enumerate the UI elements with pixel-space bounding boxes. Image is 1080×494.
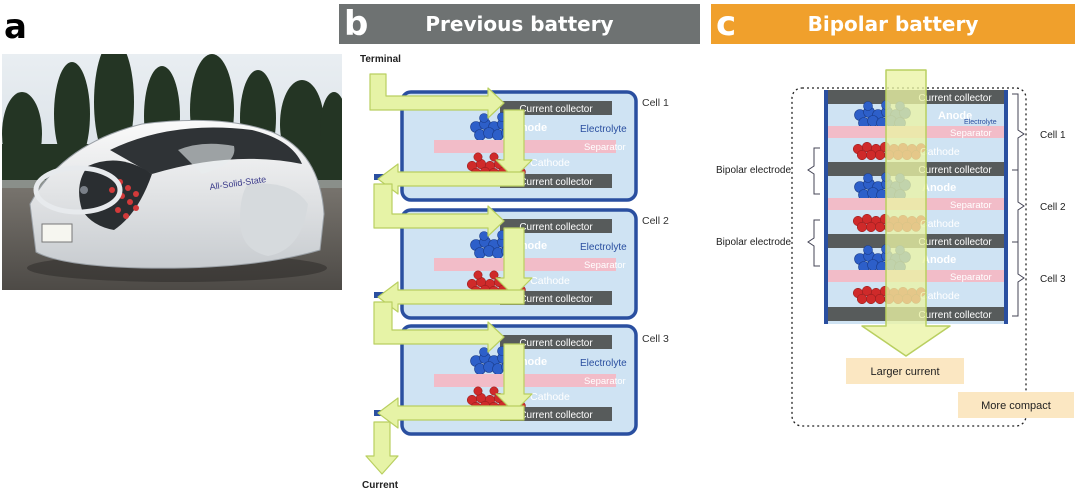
- more-compact-box: [958, 392, 1074, 418]
- cell-1-separator-label: Separator: [584, 142, 626, 153]
- cell-2-label: Cell 2: [642, 215, 669, 227]
- larger-current-box: [846, 358, 964, 384]
- cell-1-bottom-collector: [500, 174, 612, 188]
- cell-1-cathode-label: Cathode: [530, 157, 570, 169]
- larger-current-arrow: [861, 69, 951, 357]
- bipolar-cathode-1-label: Cathode: [920, 146, 960, 158]
- terminal-label: Terminal: [360, 54, 401, 65]
- cell-1-separator: [434, 140, 616, 153]
- bipolar-anode-2-label: Anode: [922, 182, 956, 194]
- cell-2-bottom-collector-label: Current collector: [519, 294, 593, 305]
- cell-2-electrolyte-label: Electrolyte: [580, 242, 627, 253]
- bipolar-separator-1-label: Separator: [950, 128, 992, 139]
- bipolar-electrode-1-label: Bipolar electrode: [716, 165, 791, 176]
- cell-1-bottom-collector-label: Current collector: [519, 177, 593, 188]
- cell-3-top-collector: [500, 335, 612, 349]
- panel-letter-b: b: [344, 4, 369, 44]
- bipolar-anode-1-label: Anode: [938, 110, 972, 122]
- larger-current-label: Larger current: [870, 366, 939, 378]
- cell-1-label: Cell 1: [642, 97, 669, 109]
- cell-3-top-collector-label: Current collector: [519, 338, 593, 349]
- bipolar-collector-2-label: Current collector: [918, 165, 992, 176]
- header-bipolar-battery: c Bipolar battery: [711, 4, 1075, 44]
- bipolar-cathode-2-label: Cathode: [920, 218, 960, 230]
- previous-battery-diagram: Current collector Anode Electrolyte Sepa…: [360, 54, 669, 491]
- bipolar-cell-2-label: Cell 2: [1040, 202, 1066, 213]
- panel-letter-a: a: [4, 7, 27, 47]
- cell-3-separator: [434, 374, 616, 387]
- cell-2-cathode-label: Cathode: [530, 275, 570, 287]
- cell-1-electrolyte-label: Electrolyte: [580, 124, 627, 135]
- car-photo: All-Solid-State: [2, 54, 342, 290]
- bipolar-separator-3-label: Separator: [950, 272, 992, 283]
- cell-braces: [1012, 93, 1025, 317]
- cell-3-bottom-collector-label: Current collector: [519, 410, 593, 421]
- bipolar-collector-1-label: Current collector: [918, 93, 992, 104]
- cell-3-separator-label: Separator: [584, 376, 626, 387]
- car: All-Solid-State: [27, 119, 327, 282]
- bipolar-separator-2-label: Separator: [950, 200, 992, 211]
- cell-2-separator-label: Separator: [584, 260, 626, 271]
- cell-2-separator: [434, 258, 616, 271]
- bipolar-cell-1-label: Cell 1: [1040, 130, 1066, 141]
- bipolar-bottom-collector-label: Current collector: [918, 310, 992, 321]
- current-flow-arrows: [365, 73, 533, 475]
- header-bipolar-battery-title: Bipolar battery: [807, 12, 979, 36]
- bipolar-anode-3-label: Anode: [922, 254, 956, 266]
- bipolar-stack-left-edge: [824, 90, 828, 324]
- cell-2-top-collector-label: Current collector: [519, 222, 593, 233]
- cell-1-top-collector-label: Current collector: [519, 104, 593, 115]
- more-compact-label: More compact: [981, 400, 1051, 412]
- cell-1-top-collector: [500, 101, 612, 115]
- cell-3-label: Cell 3: [642, 333, 669, 345]
- bipolar-electrode-braces: [807, 147, 820, 267]
- header-previous-battery: b Previous battery: [339, 4, 700, 44]
- current-label: Current: [362, 480, 399, 491]
- bipolar-cell-3-label: Cell 3: [1040, 274, 1066, 285]
- bipolar-collector-3-label: Current collector: [918, 237, 992, 248]
- bipolar-stack-right-edge: [1004, 90, 1008, 324]
- header-previous-battery-title: Previous battery: [425, 12, 614, 36]
- bipolar-cathode-3-label: Cathode: [920, 290, 960, 302]
- cell-3-cathode-label: Cathode: [530, 391, 570, 403]
- bipolar-electrode-2-label: Bipolar electrode: [716, 237, 791, 248]
- cell-2-bottom-collector: [500, 291, 612, 305]
- cell-2-top-collector: [500, 219, 612, 233]
- panel-letter-c: c: [716, 4, 737, 44]
- cell-3-bottom-collector: [500, 407, 612, 421]
- bipolar-electrolyte-label: Electrolyte: [964, 119, 997, 126]
- bipolar-battery-diagram: Current collector Anode Electrolyte Sepa…: [716, 69, 1074, 427]
- cell-3-electrolyte-label: Electrolyte: [580, 358, 627, 369]
